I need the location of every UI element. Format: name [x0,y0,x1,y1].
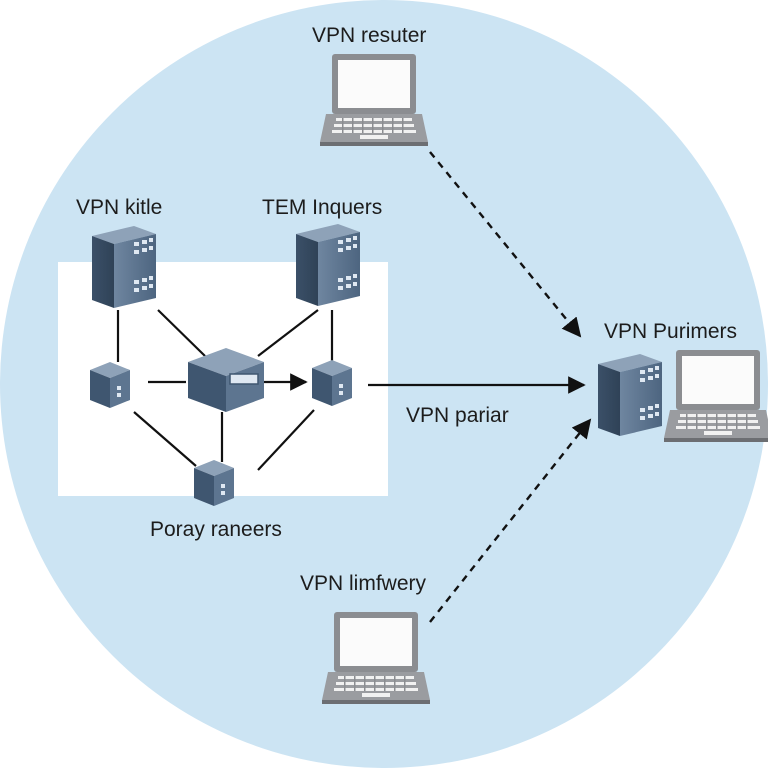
tem-inquers-server-icon [296,224,360,306]
vpn-limfwery-dashed-arrow [429,418,592,623]
switch-right-icon [312,360,352,406]
label-vpn-kitle: VPN kitle [76,196,163,219]
vpn-purimers-laptop-icon [664,350,768,442]
vpn-resuter-dashed-arrow [429,151,582,338]
vpn-limfwery-laptop-icon [322,612,430,704]
network-links [116,309,334,471]
switch-bottom-icon [194,460,234,506]
router-hub-icon [188,348,264,412]
vpn-purimers-server-icon [598,354,662,436]
vpn-resuter-laptop-icon [320,54,428,146]
label-poray-raneers: Poray raneers [150,518,282,541]
label-vpn-pariar: VPN pariar [406,404,509,427]
switch-left-icon [90,362,130,408]
label-vpn-resuter: VPN resuter [312,24,427,47]
label-vpn-purimers: VPN Purimers [604,320,738,343]
label-tem-inquers: TEM Inquers [262,196,383,219]
vpn-kitle-server-icon [92,226,156,308]
label-vpn-limfwery: VPN limfwery [300,572,427,595]
